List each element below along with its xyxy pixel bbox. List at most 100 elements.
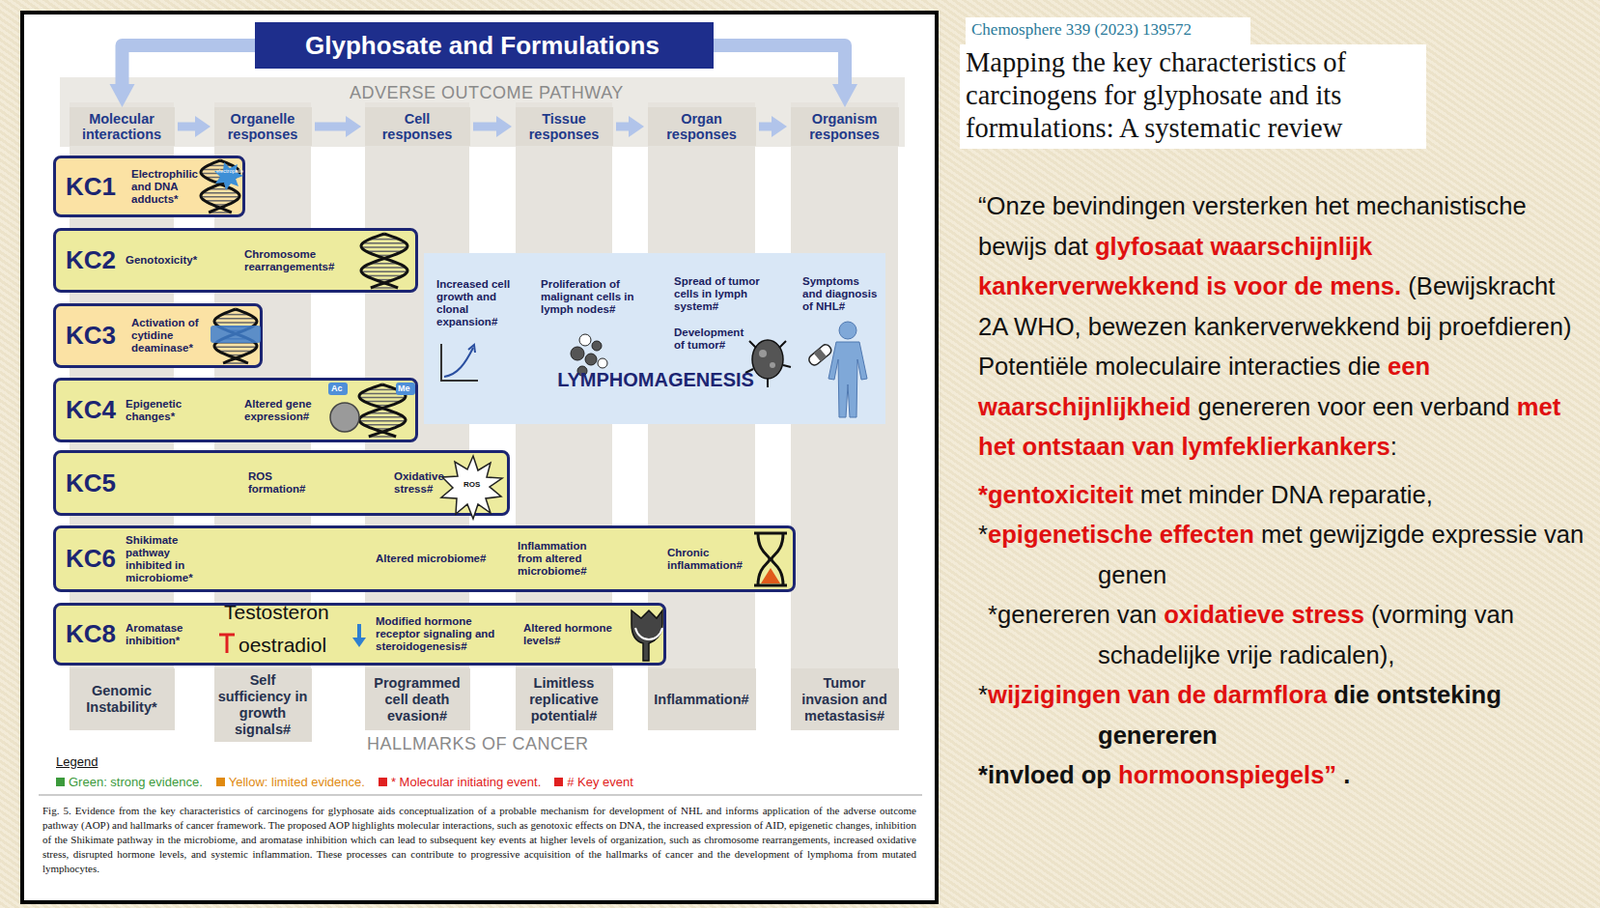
quote-text: * <box>978 520 988 548</box>
aop-level-box: Organelle responses <box>214 107 312 146</box>
quote-text: *invloed op <box>978 760 1112 788</box>
figure-frame <box>22 12 937 902</box>
helix-rung <box>202 192 239 195</box>
helix-strand <box>361 233 408 288</box>
helix-rung <box>361 416 404 419</box>
node-text: Increased cell growth and clonal expansi… <box>436 278 518 329</box>
quote-text: met minder DNA reparatie, <box>1140 480 1433 508</box>
helix-rung <box>215 317 255 320</box>
legend-swatch <box>378 777 388 786</box>
node-text: Programmed cell death evasion# <box>367 674 467 725</box>
node-text: Glyphosate and Formulations <box>254 30 710 61</box>
quote-text: genereren voor een verband <box>1198 392 1511 421</box>
node-text: Altered microbiome# <box>375 552 506 565</box>
node-text: Tumor invasion and metastasis# <box>793 674 896 725</box>
helix-rung <box>214 345 257 348</box>
dna-helix-icons <box>200 160 408 437</box>
legend-text: Yellow: limited evidence. <box>228 774 365 789</box>
level-arrow <box>177 122 199 132</box>
tumor-icon <box>745 339 791 388</box>
node-text: Oxidative stress# <box>393 470 456 496</box>
legend: Green: strong evidence. Yellow: limited e… <box>56 774 634 789</box>
receptor-icon <box>631 610 663 661</box>
title-box: Glyphosate and Formulations <box>254 22 714 69</box>
bullet-point: *genereren van oxidatieve stress (vormin… <box>978 594 1589 675</box>
label: HALLMARKS OF CANCER <box>366 733 590 755</box>
hallmark-box: Self sufficiency in growth signals# <box>214 668 312 742</box>
node-text: LYMPHOMAGENESIS <box>530 368 782 392</box>
helix-rung <box>361 270 408 273</box>
label: Legend <box>56 754 98 769</box>
node-text: Shikimate pathway inhibited in microbiom… <box>125 533 207 585</box>
level-arrow <box>473 122 501 132</box>
electrophile-splash <box>214 162 244 191</box>
node-text: Genotoxicity* <box>125 253 232 267</box>
helix-rung <box>365 275 403 278</box>
legend-swatch <box>216 777 225 786</box>
highlight-text: *gentoxiciteit <box>978 480 1134 508</box>
journal-reference: Chemosphere 339 (2023) 139572 <box>971 20 1192 40</box>
legend-item: Yellow: limited evidence. <box>216 774 365 789</box>
quote-text: . <box>1343 760 1350 788</box>
node-text: KC5 <box>65 468 124 499</box>
lymphomagenesis-panel: Increased cell growth and clonal expansi… <box>423 252 886 424</box>
aop-strip <box>59 77 905 147</box>
aop-level-box: Cell responses <box>364 107 471 146</box>
paper-title-ground <box>959 44 1427 149</box>
aop-level-box: Organ responses <box>647 107 757 146</box>
helix-strand <box>361 233 408 288</box>
node-text: Aromatase inhibition* <box>125 621 207 647</box>
label: electrophile <box>216 168 244 174</box>
bullet-point: *invloed op hormoonspiegels” . <box>978 755 1589 796</box>
legend-item: # Key event <box>554 774 634 789</box>
quote-text: * <box>978 680 988 708</box>
growth-graph-icon <box>441 343 478 381</box>
legend-item: Green: strong evidence. <box>56 774 203 789</box>
bandage-icon <box>807 342 834 367</box>
node-text: KC3 <box>65 320 124 351</box>
helix-rung <box>204 199 236 202</box>
legend-text: # Key event <box>566 774 634 789</box>
node-text: Modified hormone receptor signaling and … <box>375 615 500 653</box>
level-arrow <box>616 122 633 132</box>
helix-rung <box>361 246 407 249</box>
caption-rule <box>38 793 923 796</box>
node-text: Epigenetic changes* <box>125 397 208 423</box>
hallmark-box: Inflammation# <box>647 668 757 730</box>
label: Ac <box>331 383 343 393</box>
level-arrow <box>314 122 350 132</box>
node-text: Tissue responses <box>518 111 610 142</box>
kc-bar: KC2Genotoxicity*Chromosome rearrangement… <box>53 227 419 293</box>
highlight-text: wijzigingen van de darmflora <box>987 680 1327 708</box>
highlight-text: epigenetische effecten <box>987 520 1255 548</box>
node-text: Activation of cytidine deaminase* <box>131 316 224 355</box>
highlight-text: oxidatieve stress <box>1163 600 1365 628</box>
legend-item: * Molecular initiating event. <box>378 774 541 789</box>
flow-bracket-arrow <box>713 45 845 88</box>
helix-rung <box>218 350 253 353</box>
ros-starburst <box>441 455 503 519</box>
helix-rung <box>359 396 405 399</box>
quote-text: *genereren van <box>987 600 1157 628</box>
bullet-point: *epigenetische effecten met gewijzigde e… <box>978 514 1589 595</box>
node-text: Electrophilic and DNA adducts* <box>131 168 209 206</box>
node-text: Spread of tumor cells in lymph system# <box>673 275 766 313</box>
helix-rung <box>363 266 406 269</box>
node-text: Altered gene expression# <box>244 397 337 423</box>
node-text: Symptoms and diagnosis of NHL# <box>802 275 882 313</box>
helix-rung <box>365 250 402 253</box>
node-text: Proliferation of malignant cells in lymp… <box>540 278 638 316</box>
acetyl-tag <box>328 382 348 395</box>
hallmark-box: Genomic Instability* <box>69 668 175 730</box>
helix-rung <box>363 242 407 245</box>
quote-paragraph: “Onze bevindingen versterken het mechani… <box>978 186 1589 468</box>
bullet-point: *gentoxiciteit met minder DNA reparatie, <box>978 475 1589 516</box>
kc-bar: KC4Epigenetic changes*Altered gene expre… <box>53 377 419 443</box>
methyl-tag <box>395 382 416 395</box>
node-text: Organ responses <box>650 111 753 142</box>
node-text: KC1 <box>65 171 124 202</box>
histone-icon <box>330 402 360 432</box>
node-text: Organelle responses <box>217 111 309 142</box>
node-text: Self sufficiency in growth signals# <box>217 672 309 738</box>
